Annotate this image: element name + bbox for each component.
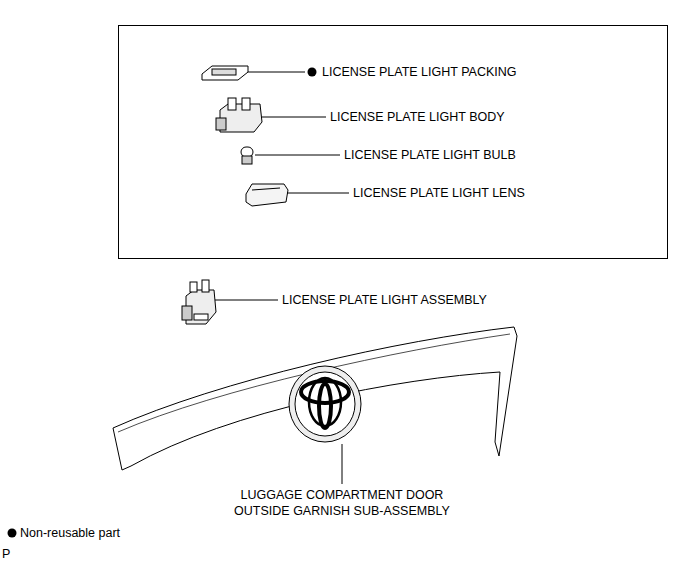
light-assembly-part xyxy=(182,280,216,324)
lens-part xyxy=(246,184,288,206)
leader-line xyxy=(262,117,326,118)
light-body-part xyxy=(216,98,262,132)
legend-text: Non-reusable part xyxy=(20,525,120,541)
part-label: LICENSE PLATE LIGHT BULB xyxy=(344,147,516,163)
bulb-part xyxy=(241,147,253,164)
leader-line xyxy=(255,155,340,156)
leader-line xyxy=(215,300,278,301)
leader-line xyxy=(248,72,305,73)
non-reusable-dot xyxy=(308,68,317,77)
part-label: LICENSE PLATE LIGHT LENS xyxy=(353,185,525,201)
figure-code: P xyxy=(2,546,10,562)
legend-dot xyxy=(8,529,17,538)
part-label: LUGGAGE COMPARTMENT DOOR OUTSIDE GARNISH… xyxy=(217,487,467,519)
part-label: LICENSE PLATE LIGHT ASSEMBLY xyxy=(282,292,487,308)
exploded-view-frame xyxy=(119,26,668,259)
leader-line xyxy=(287,193,349,194)
part-label: LICENSE PLATE LIGHT BODY xyxy=(330,109,505,125)
packing-part xyxy=(202,66,248,80)
leader-line xyxy=(342,444,343,484)
garnish-part xyxy=(113,327,517,470)
part-label: LICENSE PLATE LIGHT PACKING xyxy=(322,64,517,80)
